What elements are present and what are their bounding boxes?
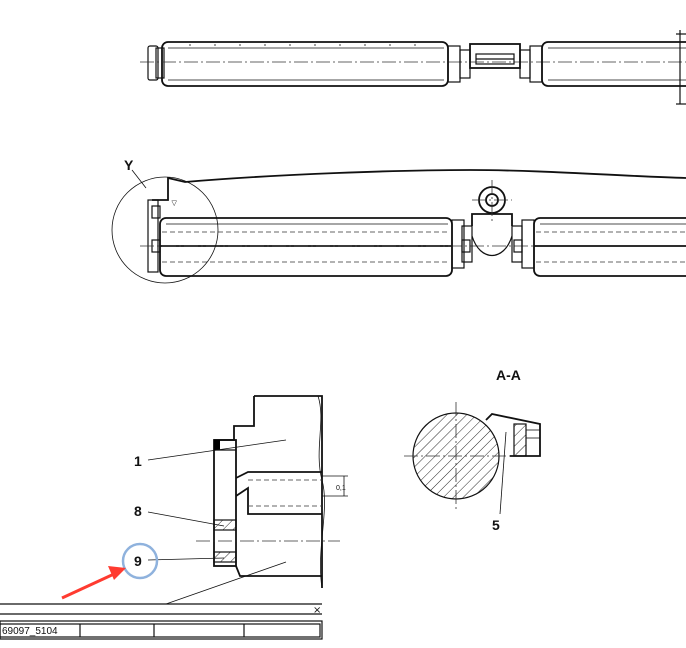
close-icon[interactable]: × <box>313 605 321 616</box>
detail-y-view: 0,1 1 8 9 <box>134 395 348 605</box>
top-view <box>140 30 686 105</box>
title-block: 69097_5104 × <box>0 603 323 640</box>
dimension-note: 0,1 <box>336 485 346 492</box>
callout-5: 5 <box>492 517 500 533</box>
front-view: Y ◁ <box>111 157 686 284</box>
section-a-a-view: A-A 5 <box>404 367 541 533</box>
drawing-number: 69097_5104 <box>2 626 58 637</box>
user-annotation <box>61 542 159 600</box>
top-view-ticks <box>189 44 416 46</box>
section-label-a-a: A-A <box>496 367 521 383</box>
annotation-arrow-head <box>108 566 126 580</box>
detail-label-y: Y <box>124 157 134 173</box>
callout-1: 1 <box>134 453 142 469</box>
highlight-circle <box>121 542 159 580</box>
annotation-arrow <box>61 572 115 600</box>
svg-text:◁: ◁ <box>171 200 178 206</box>
callout-8: 8 <box>134 503 142 519</box>
callout-9: 9 <box>134 553 142 569</box>
